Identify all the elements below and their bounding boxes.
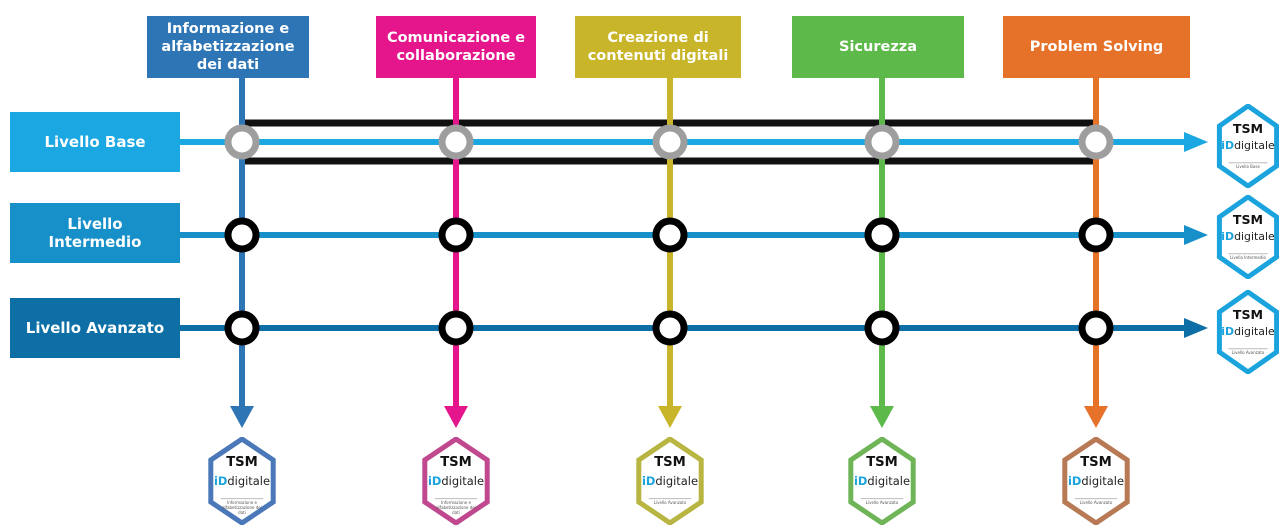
badge-brand: TSM — [1232, 306, 1264, 322]
badge-sublabel: Livello Avanzato — [1079, 500, 1113, 506]
badge-logo: iDdigitale — [1213, 139, 1279, 152]
badge-brand: TSM — [866, 454, 898, 470]
badge-hexagon — [208, 437, 276, 525]
badge-logo-prefix: iD — [1067, 473, 1082, 488]
level-label: Livello Avanzato — [25, 319, 165, 337]
badge-logo-text: digitale — [1081, 473, 1124, 488]
badge-sublabel: Livello Avanzato — [865, 500, 899, 506]
level-node — [864, 124, 900, 160]
badge-hexagon — [1216, 290, 1279, 374]
badge-sublabel: Informazione e alfabetizzazione dei dati — [222, 500, 262, 516]
level-node — [438, 310, 474, 346]
badge-logo-text: digitale — [655, 473, 698, 488]
badge-logo: iDdigitale — [204, 474, 280, 488]
badge-logo: iDdigitale — [1213, 325, 1279, 338]
badge-logo: iDdigitale — [632, 474, 708, 488]
competence-box-comunicazione: Comunicazione e collaborazione — [376, 16, 536, 78]
badge-hexagon — [1216, 195, 1279, 279]
competence-label: Creazione di contenuti digitali — [587, 30, 729, 64]
level-arrow — [1184, 132, 1208, 152]
level-node — [652, 124, 688, 160]
badge-logo-prefix: iD — [1221, 325, 1235, 339]
level-node — [224, 310, 260, 346]
badge-logo-prefix: iD — [213, 473, 228, 488]
badge-logo-text: digitale — [1234, 230, 1275, 244]
level-node — [864, 310, 900, 346]
level-label: Livello Base — [44, 133, 146, 151]
competence-arrow — [1084, 406, 1108, 428]
badge-logo-text: digitale — [867, 473, 910, 488]
badge-brand: TSM — [226, 454, 258, 470]
badge-sublabel: Livello Avanzato — [1231, 350, 1265, 356]
badge-logo-text: digitale — [441, 473, 484, 488]
competence-arrow — [870, 406, 894, 428]
competence-box-problem-solving: Problem Solving — [1003, 16, 1190, 78]
level-node — [438, 217, 474, 253]
competence-box-creazione: Creazione di contenuti digitali — [575, 16, 741, 78]
badge-hexagon — [848, 437, 916, 525]
level-node — [1078, 217, 1114, 253]
badge-sublabel: Livello Base — [1236, 164, 1260, 170]
badge-logo: iDdigitale — [1058, 474, 1134, 488]
badge-logo-text: digitale — [1234, 325, 1275, 339]
badge-brand: TSM — [440, 454, 472, 470]
badge-logo-prefix: iD — [427, 473, 442, 488]
competence-box-informazione: Informazione e alfabetizzazione dei dati — [147, 16, 309, 78]
badge-logo-text: digitale — [227, 473, 270, 488]
badge-hexagon — [1216, 104, 1279, 188]
competence-label: Informazione e alfabetizzazione dei dati — [161, 21, 295, 73]
competence-arrow — [444, 406, 468, 428]
badge-logo: iDdigitale — [418, 474, 494, 488]
badge-hexagon — [1062, 437, 1130, 525]
level-node — [1078, 310, 1114, 346]
level-node — [224, 217, 260, 253]
badge-brand: TSM — [654, 454, 686, 470]
badge-logo-prefix: iD — [1221, 139, 1235, 153]
badge-sublabel: Livello Avanzato — [653, 500, 687, 506]
badge-logo-prefix: iD — [853, 473, 868, 488]
competence-label: Comunicazione e collaborazione — [386, 30, 526, 64]
level-node — [652, 310, 688, 346]
competence-label: Problem Solving — [1029, 39, 1164, 55]
badge-sublabel: Livello Intermedio — [1230, 255, 1266, 261]
badge-brand: TSM — [1232, 211, 1264, 227]
level-box-avanzato: Livello Avanzato — [10, 298, 180, 358]
badge-logo-prefix: iD — [1221, 230, 1235, 244]
level-arrow — [1184, 318, 1208, 338]
level-node — [224, 124, 260, 160]
badge-hexagon — [636, 437, 704, 525]
level-box-intermedio: Livello Intermedio — [10, 203, 180, 263]
level-node — [864, 217, 900, 253]
badge-logo: iDdigitale — [1213, 230, 1279, 243]
competence-arrow — [230, 406, 254, 428]
competence-label: Sicurezza — [839, 39, 917, 55]
competence-box-sicurezza: Sicurezza — [792, 16, 964, 78]
level-node — [1078, 124, 1114, 160]
badge-logo-prefix: iD — [641, 473, 656, 488]
badge-logo: iDdigitale — [844, 474, 920, 488]
level-node — [438, 124, 474, 160]
badge-sublabel: Informazione e alfabetizzazione dei dati — [436, 500, 476, 516]
competence-arrow — [658, 406, 682, 428]
level-box-base: Livello Base — [10, 112, 180, 172]
badge-brand: TSM — [1232, 120, 1264, 136]
level-node — [652, 217, 688, 253]
badge-hexagon — [422, 437, 490, 525]
badge-logo-text: digitale — [1234, 139, 1275, 153]
badge-brand: TSM — [1080, 454, 1112, 470]
level-label: Livello Intermedio — [48, 215, 142, 251]
level-arrow — [1184, 225, 1208, 245]
